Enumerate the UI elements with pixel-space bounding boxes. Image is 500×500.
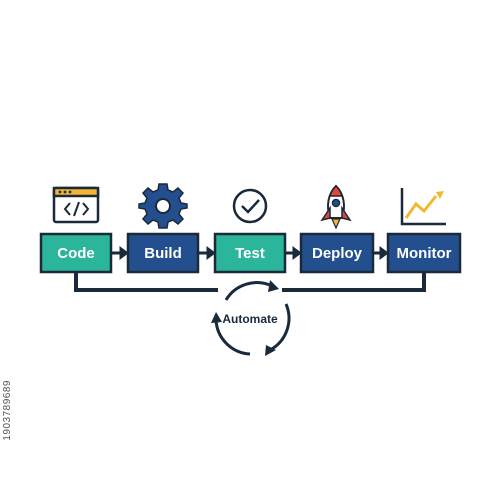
arrow-right-icon xyxy=(285,246,302,260)
code-window-icon xyxy=(52,186,100,224)
arrow-right-icon xyxy=(111,246,129,260)
step-code[interactable]: Code xyxy=(39,232,113,274)
step-test[interactable]: Test xyxy=(213,232,287,274)
step-label: Test xyxy=(235,245,265,262)
feedback-loop-line xyxy=(74,272,426,292)
arrow-right-icon xyxy=(373,246,389,260)
watermark-id: 1903789689 xyxy=(2,380,13,441)
cycle-arrows-icon xyxy=(211,280,291,356)
step-label: Deploy xyxy=(312,245,363,262)
gear-icon xyxy=(138,183,188,229)
step-arrows xyxy=(111,246,389,260)
automate-label: Automate xyxy=(222,312,278,326)
step-label: Build xyxy=(144,245,182,262)
pipeline-steps: Code Build Test Deploy Monitor xyxy=(39,232,462,274)
step-monitor[interactable]: Monitor xyxy=(386,232,462,274)
step-deploy[interactable]: Deploy xyxy=(299,232,375,274)
step-label: Monitor xyxy=(397,245,452,262)
step-label: Code xyxy=(57,245,95,262)
arrow-right-icon xyxy=(198,246,216,260)
check-circle-icon xyxy=(232,188,268,224)
step-build[interactable]: Build xyxy=(126,232,200,274)
trend-chart-icon xyxy=(400,188,446,226)
rocket-icon xyxy=(320,184,352,230)
